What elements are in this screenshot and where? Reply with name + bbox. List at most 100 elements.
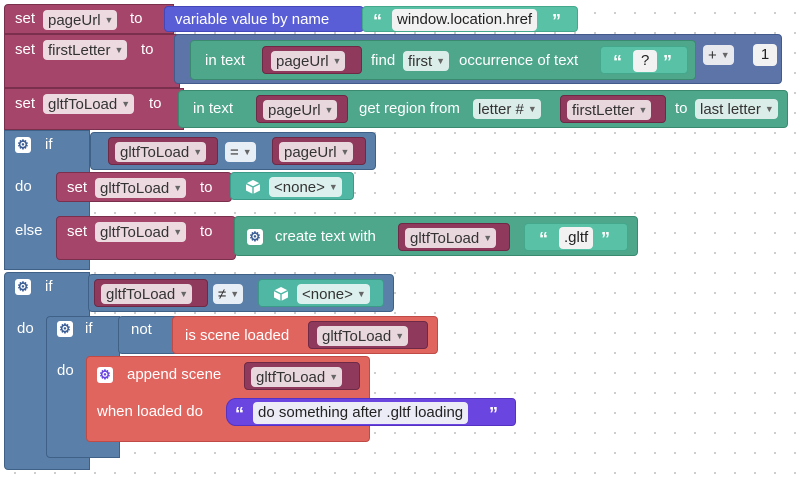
in-text-label: in text — [193, 100, 234, 117]
if-label: if — [45, 136, 53, 153]
dropdown-caret-icon: ▼ — [324, 105, 334, 115]
do-label: do — [15, 178, 32, 195]
cube-icon — [273, 287, 289, 301]
quote-close-icon: ” — [601, 229, 610, 249]
from-mode-dropdown[interactable]: letter #▼ — [473, 99, 541, 119]
set-firstletter-block[interactable]: set firstLetter▼ to — [4, 34, 180, 88]
text-block-gltf[interactable]: “ .gltf ” — [524, 223, 628, 251]
set-label: set — [15, 10, 36, 27]
var-dropdown[interactable]: pageUrl▼ — [263, 100, 338, 120]
to-mode-dropdown[interactable]: last letter▼ — [695, 99, 778, 119]
compare-op-dropdown[interactable]: =▼ — [225, 142, 256, 162]
var-getter-pageurl[interactable]: pageUrl▼ — [272, 137, 366, 165]
dropdown-caret-icon: ▼ — [527, 104, 537, 114]
var-getter-pageurl[interactable]: pageUrl▼ — [256, 95, 348, 123]
var-dropdown[interactable]: gltfToLoad▼ — [115, 142, 207, 162]
operator-dropdown[interactable]: +▼ — [703, 45, 734, 65]
set-pageurl-block[interactable]: set pageUrl▼ to — [4, 4, 174, 34]
create-text-label: create text with — [275, 228, 376, 245]
find-mode-dropdown[interactable]: first▼ — [403, 51, 450, 71]
callback-text-field[interactable]: do something after .gltf loading — [253, 402, 469, 424]
else-label: else — [15, 222, 43, 239]
text-block-href[interactable]: “ window.location.href ” — [362, 6, 578, 32]
var-dropdown[interactable]: pageUrl▼ — [279, 142, 354, 162]
dropdown-caret-icon: ▼ — [332, 56, 342, 66]
dropdown-caret-icon: ▼ — [179, 289, 189, 299]
cube-icon — [245, 180, 261, 194]
dropdown-caret-icon: ▼ — [720, 50, 730, 60]
if-label: if — [45, 278, 53, 295]
dropdown-caret-icon: ▼ — [764, 104, 774, 114]
var-dropdown[interactable]: firstLetter▼ — [567, 100, 652, 120]
settings-gear-icon[interactable]: ⚙ — [97, 367, 113, 383]
var-getter-firstletter[interactable]: firstLetter▼ — [560, 95, 666, 123]
dropdown-caret-icon: ▼ — [230, 289, 240, 299]
dropdown-caret-icon: ▼ — [173, 183, 183, 193]
set-label: set — [15, 95, 36, 112]
occurrence-label: occurrence of text — [459, 52, 579, 69]
var-dropdown-gltftoload[interactable]: gltfToLoad▼ — [43, 94, 135, 114]
number-field[interactable]: 1 — [753, 44, 777, 66]
var-dropdown[interactable]: gltfToLoad▼ — [405, 228, 497, 248]
get-region-label: get region from — [359, 100, 460, 117]
dropdown-caret-icon: ▼ — [436, 56, 446, 66]
var-dropdown-firstletter[interactable]: firstLetter▼ — [43, 40, 128, 60]
var-dropdown-pageurl[interactable]: pageUrl▼ — [43, 10, 118, 30]
set-label: set — [67, 179, 88, 196]
var-dropdown[interactable]: gltfToLoad▼ — [101, 284, 193, 304]
settings-gear-icon[interactable]: ⚙ — [57, 321, 73, 337]
quote-close-icon: ” — [552, 11, 561, 31]
quote-close-icon: ” — [489, 404, 498, 424]
none-object-block[interactable]: <none>▼ — [230, 172, 354, 200]
find-label: find — [371, 52, 396, 69]
to-label: to — [141, 41, 154, 58]
variable-value-by-name-block[interactable]: variable value by name — [164, 6, 364, 32]
text-field-gltf[interactable]: .gltf — [559, 227, 594, 249]
to-label-2: to — [675, 100, 688, 117]
quote-open-icon: “ — [613, 52, 622, 72]
var-dropdown[interactable]: gltfToLoad▼ — [95, 178, 187, 198]
text-field-question[interactable]: ? — [633, 50, 658, 72]
settings-gear-icon[interactable]: ⚙ — [15, 279, 31, 295]
set-gltftoload-block[interactable]: set gltfToLoad▼ to — [4, 88, 184, 130]
quote-open-icon: “ — [235, 404, 244, 424]
var-dropdown[interactable]: gltfToLoad▼ — [317, 326, 409, 346]
none-object-block[interactable]: <none>▼ — [258, 279, 384, 307]
var-getter-gltftoload[interactable]: gltfToLoad▼ — [244, 362, 360, 390]
dropdown-caret-icon: ▼ — [121, 99, 131, 109]
dropdown-caret-icon: ▼ — [242, 147, 252, 157]
var-getter-gltftoload[interactable]: gltfToLoad▼ — [108, 137, 218, 165]
variable-value-label: variable value by name — [175, 11, 330, 28]
when-loaded-label: when loaded do — [97, 403, 203, 420]
callback-comment-block[interactable]: “ do something after .gltf loading ” — [226, 398, 516, 426]
quote-open-icon: “ — [539, 229, 548, 249]
object-dropdown[interactable]: <none>▼ — [269, 177, 342, 197]
var-getter-gltftoload[interactable]: gltfToLoad▼ — [94, 279, 208, 307]
set-gltftoload-create-block[interactable]: set gltfToLoad▼ to — [56, 216, 236, 260]
var-getter-pageurl[interactable]: pageUrl▼ — [262, 46, 362, 74]
dropdown-caret-icon: ▼ — [114, 45, 124, 55]
compare-op-dropdown[interactable]: ≠▼ — [213, 284, 244, 304]
var-dropdown[interactable]: gltfToLoad▼ — [251, 367, 343, 387]
dropdown-caret-icon: ▼ — [395, 331, 405, 341]
text-field-href[interactable]: window.location.href — [392, 9, 538, 31]
to-label: to — [130, 10, 143, 27]
to-label: to — [149, 95, 162, 112]
text-block-question[interactable]: “ ? ” — [600, 46, 688, 74]
object-dropdown[interactable]: <none>▼ — [297, 284, 370, 304]
var-getter-gltftoload[interactable]: gltfToLoad▼ — [398, 223, 510, 251]
settings-gear-icon[interactable]: ⚙ — [15, 137, 31, 153]
quote-open-icon: “ — [373, 11, 382, 31]
var-dropdown[interactable]: gltfToLoad▼ — [95, 222, 187, 242]
set-label: set — [15, 41, 36, 58]
dropdown-caret-icon: ▼ — [638, 105, 648, 115]
set-gltftoload-none-block[interactable]: set gltfToLoad▼ to — [56, 172, 232, 202]
dropdown-caret-icon: ▼ — [483, 233, 493, 243]
quote-close-icon: ” — [663, 52, 672, 72]
to-label: to — [200, 179, 213, 196]
var-dropdown[interactable]: pageUrl▼ — [271, 51, 346, 71]
settings-gear-icon[interactable]: ⚙ — [247, 229, 263, 245]
dropdown-caret-icon: ▼ — [356, 289, 366, 299]
var-getter-gltftoload[interactable]: gltfToLoad▼ — [308, 321, 428, 349]
dropdown-caret-icon: ▼ — [193, 147, 203, 157]
